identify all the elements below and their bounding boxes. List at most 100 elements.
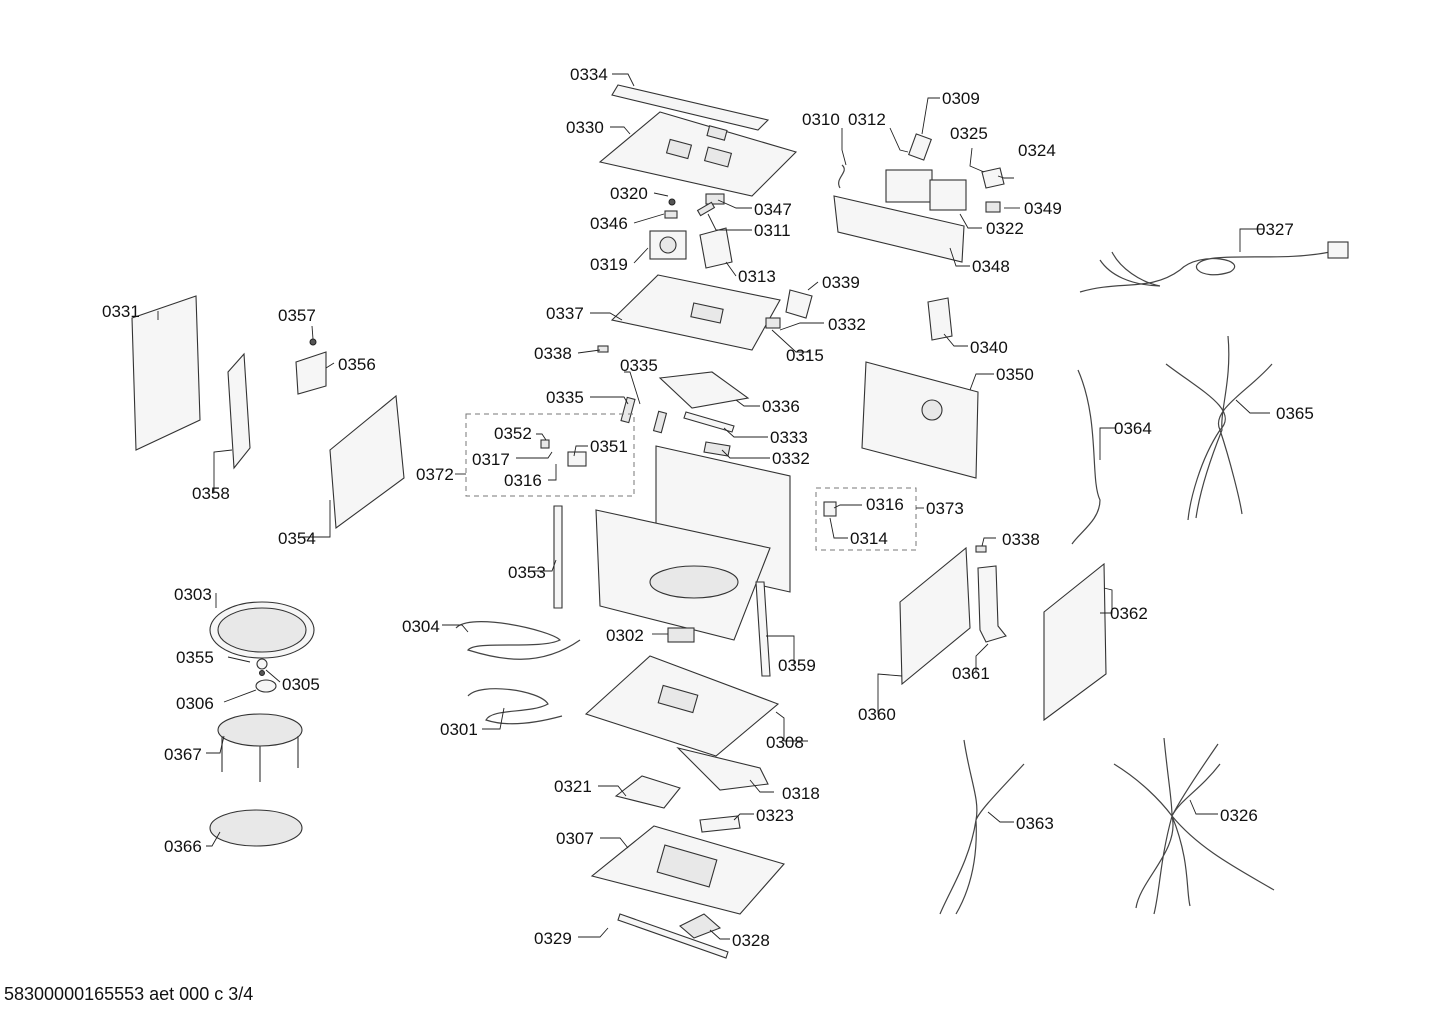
part-0302-plate xyxy=(667,627,695,643)
label-0318: 0318 xyxy=(782,784,820,803)
part-0321-tray xyxy=(614,775,681,809)
part-0350-fan-hole xyxy=(921,399,943,421)
part-0367-rack-legs xyxy=(221,736,299,782)
part-0322-blower-2 xyxy=(929,179,967,211)
label-0331: 0331 xyxy=(102,302,140,321)
label-0335-a: 0335 xyxy=(546,388,584,407)
part-0305-coupler xyxy=(256,658,268,670)
part-0351-switch xyxy=(567,451,587,467)
part-0334-top-trim xyxy=(611,84,770,131)
label-0372: 0372 xyxy=(416,465,454,484)
part-0319-magnetron-dome xyxy=(659,236,677,254)
group-0372-box xyxy=(465,413,635,497)
part-0309-capacitor xyxy=(908,133,932,161)
label-0367: 0367 xyxy=(164,745,202,764)
label-0316-a: 0316 xyxy=(504,471,542,490)
label-0349: 0349 xyxy=(1024,199,1062,218)
part-0353-side-strip xyxy=(553,505,563,609)
label-0320: 0320 xyxy=(610,184,648,203)
part-0323-bracket xyxy=(699,815,741,833)
label-0328: 0328 xyxy=(732,931,770,950)
part-0304-grill-heater xyxy=(455,621,581,660)
label-0356: 0356 xyxy=(338,355,376,374)
part-0303-roller-ring-inner xyxy=(217,607,307,653)
part-0359-side-strip xyxy=(755,581,771,677)
label-0352: 0352 xyxy=(494,424,532,443)
part-0340-bracket xyxy=(927,297,953,341)
part-0339-fan-motor xyxy=(785,289,813,319)
label-0317: 0317 xyxy=(472,450,510,469)
document-id-footer: 58300000165553 aet 000 c 3/4 xyxy=(4,984,254,1004)
label-0365: 0365 xyxy=(1276,404,1314,423)
label-0346: 0346 xyxy=(590,214,628,233)
label-0355: 0355 xyxy=(176,648,214,667)
part-0310-hose xyxy=(838,164,845,189)
label-0335-b: 0335 xyxy=(620,356,658,375)
label-0314: 0314 xyxy=(850,529,888,548)
label-0362: 0362 xyxy=(1110,604,1148,623)
label-0332-b: 0332 xyxy=(772,449,810,468)
part-0335-latch-left xyxy=(620,396,636,424)
part-0330-top-cover xyxy=(598,111,798,197)
label-0309: 0309 xyxy=(942,89,980,108)
part-0335-latch-right xyxy=(652,410,668,434)
label-0304: 0304 xyxy=(402,617,440,636)
part-0358-hinge-plate xyxy=(227,352,251,470)
label-0302: 0302 xyxy=(606,626,644,645)
part-0322-blower xyxy=(885,169,933,203)
label-0338-b: 0338 xyxy=(1002,530,1040,549)
part-0301-bottom-heater xyxy=(467,688,563,725)
label-0326: 0326 xyxy=(1220,806,1258,825)
part-0357-screw xyxy=(309,338,317,346)
label-0353: 0353 xyxy=(508,563,546,582)
label-0350: 0350 xyxy=(996,365,1034,384)
label-0340: 0340 xyxy=(970,338,1008,357)
part-0338-pad xyxy=(597,345,609,353)
label-0337: 0337 xyxy=(546,304,584,323)
part-0327-plug xyxy=(1327,241,1349,259)
part-0360-side-panel xyxy=(899,546,971,686)
label-0333: 0333 xyxy=(770,428,808,447)
label-0354: 0354 xyxy=(278,529,316,548)
label-0303: 0303 xyxy=(174,585,212,604)
label-0332-a: 0332 xyxy=(828,315,866,334)
part-0361-bracket xyxy=(977,565,1007,643)
label-0301: 0301 xyxy=(440,720,478,739)
label-0360: 0360 xyxy=(858,705,896,724)
part-0307-recess xyxy=(656,844,718,888)
label-0330: 0330 xyxy=(566,118,604,137)
label-0359: 0359 xyxy=(778,656,816,675)
label-0358: 0358 xyxy=(192,484,230,503)
label-0325: 0325 xyxy=(950,124,988,143)
part-0333-strip xyxy=(683,411,735,433)
part-0352-switch xyxy=(540,439,550,449)
part-0365-harness xyxy=(1165,335,1273,521)
part-0349-clip xyxy=(985,201,1001,213)
label-0323: 0323 xyxy=(756,806,794,825)
label-0336: 0336 xyxy=(762,397,800,416)
label-0361: 0361 xyxy=(952,664,990,683)
label-0334: 0334 xyxy=(570,65,608,84)
label-0364: 0364 xyxy=(1114,419,1152,438)
part-0330-cutout-3 xyxy=(706,125,728,141)
label-0351: 0351 xyxy=(590,437,628,456)
part-0350-rear-housing xyxy=(861,361,979,479)
part-0336-cover xyxy=(658,371,750,409)
label-0357: 0357 xyxy=(278,306,316,325)
part-0308-cutout xyxy=(657,684,699,714)
part-0356-bracket xyxy=(295,351,327,395)
part-0327-power-cord xyxy=(1079,251,1331,293)
part-0306-motor xyxy=(255,679,277,693)
label-0311: 0311 xyxy=(754,221,791,240)
label-0315: 0315 xyxy=(786,346,824,365)
label-0307: 0307 xyxy=(556,829,594,848)
label-0338-a: 0338 xyxy=(534,344,572,363)
part-0355-washer xyxy=(259,670,265,676)
part-0329-rail xyxy=(617,913,729,959)
label-0373: 0373 xyxy=(926,499,964,518)
part-0364-harness xyxy=(1071,369,1101,545)
label-0366: 0366 xyxy=(164,837,202,856)
part-0318-duct xyxy=(676,747,769,791)
part-0330-cutout xyxy=(665,138,693,160)
